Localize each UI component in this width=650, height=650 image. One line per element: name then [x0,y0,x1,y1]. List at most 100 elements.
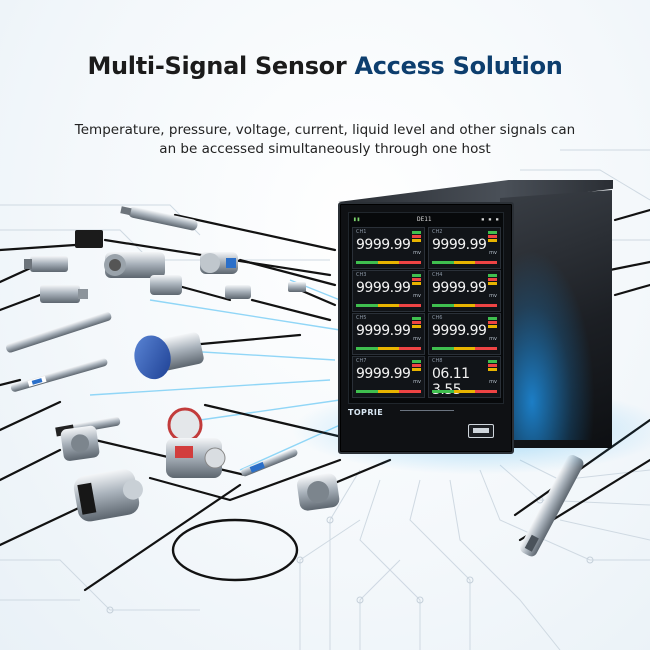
alarm-indicator [488,231,497,234]
level-bar [356,261,422,264]
signal-icon: ▮▮ [353,216,361,223]
level-bar-segment [475,347,498,350]
screen-title: DE11 [417,216,432,223]
channel-label: CH7 [356,358,367,364]
alarm-indicator [488,325,497,328]
alarm-indicator [412,368,421,371]
level-bar-segment [453,261,476,264]
level-bar-segment [432,261,454,264]
channel-label: CH5 [356,315,367,321]
channel-unit: mv [413,293,421,299]
channel-unit: mv [489,336,497,342]
channel-label: CH1 [356,229,367,235]
alarm-indicator [412,360,421,363]
level-bar-segment [432,304,454,307]
level-bar-segment [377,347,400,350]
subtext-line-2: an be accessed simultaneously through on… [159,141,491,157]
alarm-indicators [412,360,421,372]
headline-text: Multi-Signal Sensor [87,52,355,80]
channel-unit: mv [489,379,497,385]
alarm-indicator [488,368,497,371]
alarm-indicator [412,282,421,285]
probe-sensors [6,206,584,557]
alarm-indicator [488,282,497,285]
level-bar [356,304,422,307]
channel-value: 9999.99 [432,237,487,253]
level-bar-segment [356,347,378,350]
alarm-indicator [488,360,497,363]
channel-label: CH2 [432,229,443,235]
channel-unit: mv [413,250,421,256]
status-icons: ▪ ▪ ▪ [480,216,499,223]
level-bar-segment [377,390,400,393]
channel-value: 9999.99 [356,280,411,296]
threaded-sensors [24,252,340,522]
level-bar-segment [453,347,476,350]
channel-unit: mv [489,250,497,256]
alarm-indicators [488,317,497,329]
level-bar-segment [356,390,378,393]
alarm-indicator [412,278,421,281]
level-bar-segment [377,261,400,264]
channel-value: 9999.99 [432,280,487,296]
alarm-indicator [412,231,421,234]
alarm-indicator [412,325,421,328]
alarm-indicator [488,274,497,277]
channel-value: 9999.99 [432,323,487,339]
alarm-indicator [412,364,421,367]
cable-box-sensor [75,230,103,248]
sensor-cables [0,208,650,592]
level-bar-segment [399,261,422,264]
alarm-indicator [412,274,421,277]
level-bar [432,347,498,350]
alarm-indicator [412,317,421,320]
alarm-indicators [412,274,421,286]
level-bar-segment [377,304,400,307]
channel-label: CH3 [356,272,367,278]
alarm-indicator [488,239,497,242]
channel-value: 9999.99 [356,366,411,382]
level-bar [356,390,422,393]
alarm-indicator [488,317,497,320]
alarm-indicator [412,235,421,238]
level-bar-segment [399,390,422,393]
usb-port-icon [468,424,494,438]
alarm-indicator [488,278,497,281]
level-bar-segment [356,304,378,307]
subtext: Temperature, pressure, voltage, current,… [70,121,580,159]
level-bar-segment [453,390,476,393]
channel-label: CH6 [432,315,443,321]
channel-unit: mv [413,379,421,385]
front-divider [400,410,454,411]
coiled-cable [171,518,299,582]
level-bar-segment [432,347,454,350]
level-bar [432,261,498,264]
alarm-indicators [488,360,497,372]
alarm-indicator [488,235,497,238]
alarm-indicators [412,231,421,243]
alarm-indicators [412,317,421,329]
level-bar [432,390,498,393]
level-bar-segment [432,390,454,393]
level-bar-segment [356,261,378,264]
channel-unit: mv [413,336,421,342]
alarm-indicators [488,231,497,243]
headline: Multi-Signal Sensor Access Solution [0,52,650,80]
channel-value: 9999.99 [356,237,411,253]
device-side-glow [505,250,595,440]
alarm-indicator [488,364,497,367]
subtext-line-1: Temperature, pressure, voltage, current,… [74,122,576,138]
